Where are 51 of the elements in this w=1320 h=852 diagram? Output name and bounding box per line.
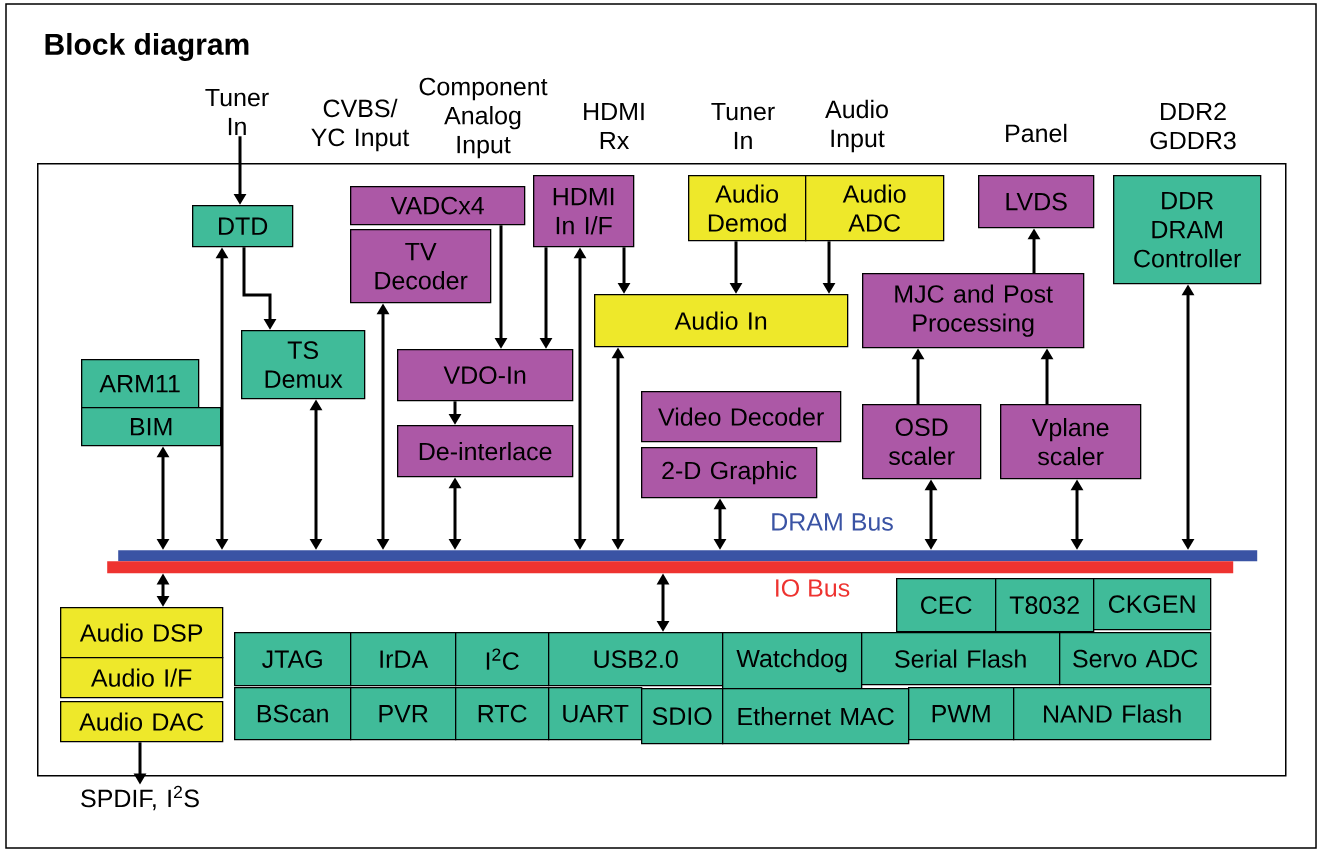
block: PWM	[908, 687, 1015, 741]
block: DTD	[192, 205, 294, 248]
block: CKGEN	[1093, 578, 1212, 631]
block: Servo ADC	[1059, 632, 1212, 686]
signal-label: Panel	[1006, 123, 1067, 143]
block: T8032	[995, 578, 1095, 633]
block: NAND Flash	[1013, 687, 1212, 741]
block: PVR	[350, 687, 457, 741]
block: 2-D Graphic	[641, 447, 818, 499]
bus-label: IO Bus	[776, 579, 850, 597]
signal-label: Audio Input	[825, 99, 888, 153]
block: Audio Demod	[688, 175, 807, 242]
block: ARM11	[81, 359, 200, 409]
block: Audio In	[594, 294, 849, 348]
title: Block diagram	[45, 32, 249, 62]
block: De-interlace	[397, 425, 574, 478]
block: SDIO	[641, 688, 724, 745]
block: I$^{2}$C	[455, 632, 550, 687]
block: BIM	[81, 407, 222, 447]
block: Audio I/F	[60, 657, 224, 699]
block: VDO-In	[397, 349, 574, 402]
block: TV Decoder	[350, 229, 492, 304]
block: Audio ADC	[805, 175, 945, 242]
block: MJC and Post Processing	[862, 273, 1085, 349]
block: BScan	[234, 687, 352, 741]
block: TS Demux	[241, 330, 366, 400]
signal-label: Tuner In	[711, 102, 775, 150]
block: Video Decoder	[641, 391, 842, 443]
block: Serial Flash	[861, 632, 1061, 686]
block: VADCx4	[350, 186, 526, 226]
signal-label: CVBS/ YC Input	[311, 98, 410, 152]
signal-label: Component Analog Input	[419, 77, 548, 159]
signal-label: HDMI Rx	[584, 102, 644, 150]
block: Watchdog	[722, 632, 863, 690]
block: LVDS	[978, 175, 1095, 229]
block: OSD scaler	[862, 404, 982, 480]
chip-outline	[37, 163, 1287, 777]
block: HDMI In I/F	[533, 175, 635, 248]
block: Audio DSP	[60, 607, 224, 659]
block: RTC	[455, 687, 550, 741]
block: UART	[548, 687, 643, 741]
bus-label: DRAM Bus	[772, 513, 893, 531]
block: Audio DAC	[60, 701, 224, 743]
block: IrDA	[350, 632, 457, 687]
signal-label: SPDIF, I$^{2}$S	[81, 785, 199, 811]
block: JTAG	[234, 632, 352, 687]
signal-label: DDR2 GDDR3	[1150, 102, 1236, 150]
block: CEC	[896, 578, 997, 633]
block: Vplane scaler	[1000, 404, 1142, 480]
signal-label: Tuner In	[205, 88, 269, 136]
block: DDR DRAM Controller	[1113, 175, 1262, 285]
